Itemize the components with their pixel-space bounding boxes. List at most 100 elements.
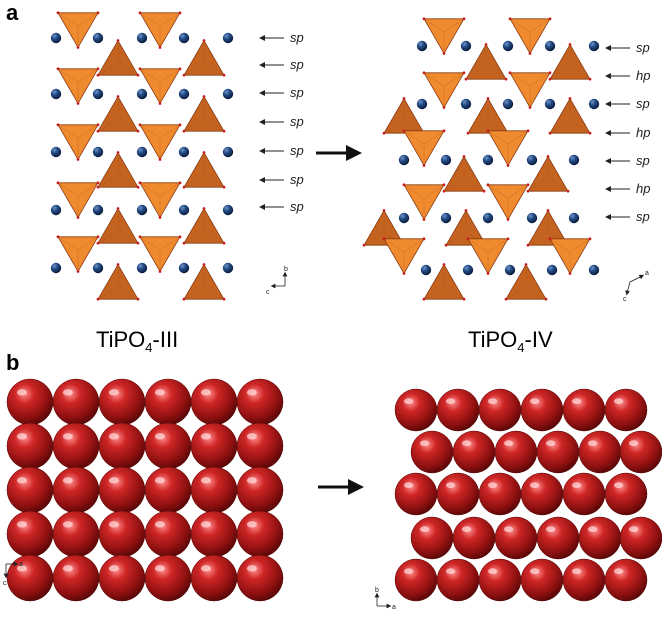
po4-tetrahedron-down xyxy=(466,237,510,275)
oxygen-atom xyxy=(222,185,226,189)
packed-sphere xyxy=(98,378,146,426)
oxygen-atom xyxy=(158,46,162,49)
oxygen-atom xyxy=(96,123,100,127)
oxygen-atom xyxy=(138,67,142,71)
sphere-body xyxy=(98,378,146,426)
sphere-highlight xyxy=(108,565,120,572)
po4-tetrahedron-up xyxy=(504,263,548,301)
oxygen-atom xyxy=(442,183,446,187)
sphere-highlight xyxy=(504,526,514,533)
ti-atom xyxy=(588,98,600,110)
sphere-highlight xyxy=(546,440,556,447)
tetrahedron-edge xyxy=(487,184,509,199)
tetrahedron-edge xyxy=(547,177,569,192)
tetrahedron-edge xyxy=(77,182,99,197)
oxygen-atom xyxy=(548,77,552,81)
tetrahedron-edge xyxy=(383,119,405,134)
sphere-highlight xyxy=(16,521,28,528)
ti-atom xyxy=(546,264,558,276)
sphere-body xyxy=(436,388,480,432)
ti-atom xyxy=(178,88,190,100)
po4-tetrahedron-down xyxy=(56,67,100,105)
sphere-highlight xyxy=(629,440,639,447)
oxygen-atom xyxy=(56,67,60,71)
sphere-body xyxy=(394,558,438,602)
po4-tetrahedron-up xyxy=(182,95,226,133)
packed-sphere xyxy=(52,510,100,558)
sphere-body xyxy=(604,388,648,432)
tetrahedron-edge xyxy=(443,285,465,300)
packed-sphere xyxy=(452,516,496,560)
tetrahedron-edge xyxy=(117,285,139,300)
ti-atom xyxy=(92,262,104,274)
oxygen-atom xyxy=(486,97,490,100)
oxygen-atom xyxy=(202,151,206,154)
ti-atom xyxy=(502,98,514,110)
packed-sphere xyxy=(536,516,580,560)
tetrahedron-edge xyxy=(529,72,551,87)
sphere-body xyxy=(578,516,622,560)
oxygen-atom xyxy=(76,270,80,273)
sphere-highlight xyxy=(588,526,598,533)
packed-sphere xyxy=(494,430,538,474)
ti-atom xyxy=(222,32,234,44)
po4-tetrahedron-up xyxy=(96,39,140,77)
ti-atom xyxy=(504,264,516,276)
po4-tetrahedron-down xyxy=(486,183,530,221)
po4-tetrahedron-down xyxy=(138,235,182,273)
sphere-body xyxy=(520,558,564,602)
ti-atom xyxy=(178,146,190,158)
tetrahedron-edge xyxy=(203,173,225,188)
oxygen-atom xyxy=(546,209,550,212)
ti-atom xyxy=(136,262,148,274)
tetrahedron-edge xyxy=(423,72,445,87)
ti-atom xyxy=(92,32,104,44)
sphere-highlight xyxy=(108,433,120,440)
tetrahedron-edge xyxy=(463,177,485,192)
oxygen-atom xyxy=(56,11,60,15)
oxygen-atom xyxy=(462,155,466,158)
ti-atom xyxy=(178,262,190,274)
ti-atom xyxy=(178,32,190,44)
tetrahedron-edge xyxy=(527,231,549,246)
oxygen-atom xyxy=(116,39,120,42)
tetrahedron-edge xyxy=(487,130,509,145)
panel-b-label: b xyxy=(6,350,19,375)
oxygen-atom xyxy=(422,17,426,21)
sphere-body xyxy=(236,378,284,426)
oxygen-atom xyxy=(136,241,140,245)
axis-triad-a-right: a c xyxy=(623,270,649,303)
sphere-packing-iv xyxy=(394,388,662,602)
tetrahedron-edge xyxy=(57,182,79,197)
tetrahedron-edge xyxy=(57,68,79,83)
packed-sphere xyxy=(190,422,238,470)
po4-tetrahedron-up xyxy=(444,209,488,247)
sphere-body xyxy=(520,388,564,432)
oxygen-atom xyxy=(462,17,466,21)
sphere-body xyxy=(478,472,522,516)
oxygen-atom xyxy=(526,183,530,187)
oxygen-atom xyxy=(526,129,530,133)
tetrahedron-edge xyxy=(117,229,139,244)
tipo4-iv-structure xyxy=(362,17,600,301)
oxygen-atom xyxy=(136,297,140,301)
po4-tetrahedron-down xyxy=(382,237,426,275)
oxygen-atom xyxy=(422,164,426,167)
tetrahedron-edge xyxy=(549,238,571,253)
sphere-highlight xyxy=(108,521,120,528)
tetrahedron-edge xyxy=(569,238,591,253)
oxygen-atom xyxy=(202,95,206,98)
po4-tetrahedron-up xyxy=(382,97,426,135)
tipo4-iii-stacking-labels: sp sp sp sp sp sp sp xyxy=(259,30,304,214)
ti-atom xyxy=(92,146,104,158)
sphere-body xyxy=(6,510,54,558)
po4-tetrahedron-down xyxy=(138,67,182,105)
oxygen-atom xyxy=(422,218,426,221)
sphere-highlight xyxy=(530,482,540,489)
sphere-highlight xyxy=(420,526,430,533)
tetrahedron-edge xyxy=(383,238,405,253)
sphere-highlight xyxy=(530,568,540,575)
sphere-body xyxy=(536,516,580,560)
tetrahedron-edge xyxy=(57,236,79,251)
